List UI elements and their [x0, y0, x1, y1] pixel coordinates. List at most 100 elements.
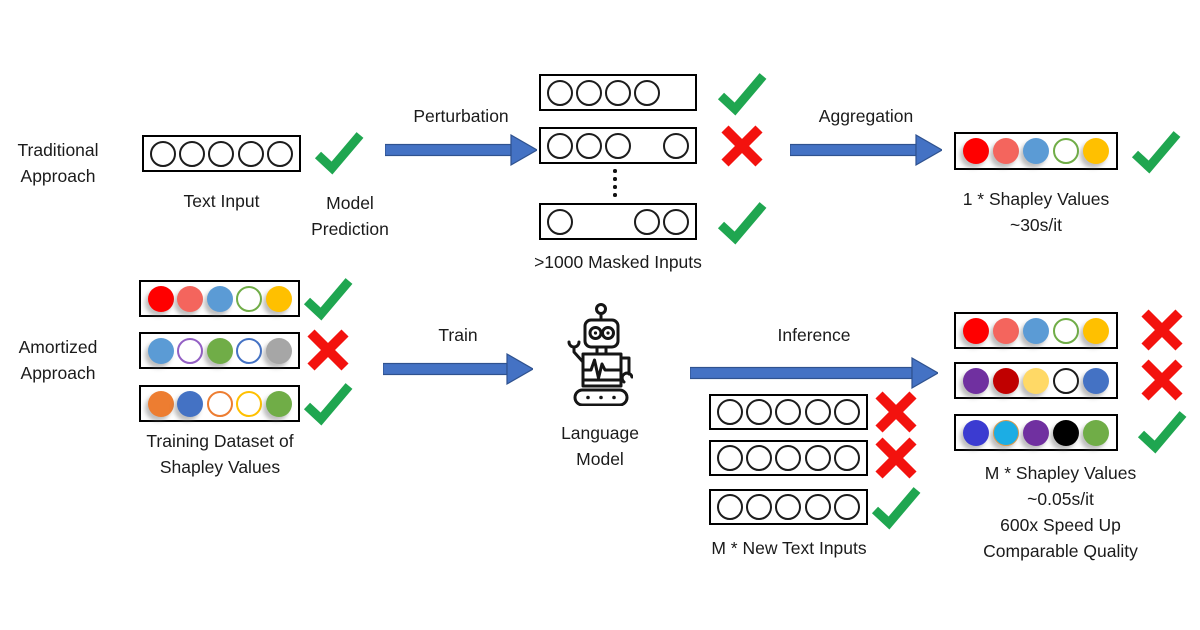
- check-icon: [717, 202, 767, 245]
- token-circle-filled: [1023, 138, 1049, 164]
- amortized-shapley-result-mark: [1137, 357, 1187, 403]
- token-circle-outline: [605, 79, 631, 106]
- new-text-input-box: [709, 440, 868, 476]
- token-circle-filled: [963, 419, 989, 446]
- token-circle-outline: [717, 399, 744, 425]
- token-circle-outline: [177, 337, 203, 364]
- token-circle-outline: [804, 494, 831, 520]
- text-input-label: Text Input: [183, 191, 260, 211]
- train-arrow-icon: [383, 352, 533, 386]
- token-circle-filled: [1083, 317, 1109, 344]
- token-circle-outline: [576, 132, 602, 159]
- new-text-input-box: [709, 489, 868, 525]
- token-circle-filled: [963, 317, 989, 344]
- cross-icon: [1141, 309, 1183, 351]
- training-sample-result-mark: [303, 327, 353, 373]
- token-circle-outline: [746, 445, 773, 471]
- shapley-values-box: [954, 132, 1118, 170]
- new-text-input-result-mark: [871, 484, 921, 530]
- token-circle-outline: [1053, 367, 1079, 394]
- masked-input-result-mark: [717, 70, 767, 116]
- text-input-result-mark: [314, 129, 364, 175]
- token-circle-outline: [717, 445, 744, 471]
- new-text-input-result-mark: [871, 435, 921, 481]
- token-circle-outline: [208, 140, 235, 167]
- token-circle-filled: [993, 317, 1019, 344]
- token-circle-outline: [179, 140, 206, 167]
- token-circle-outline: [547, 208, 573, 235]
- token-circle-filled: [206, 337, 233, 364]
- token-circle-outline: [150, 140, 177, 167]
- token-circle-outline: [833, 399, 860, 425]
- token-circle-outline: [237, 140, 264, 167]
- text-input-box: [142, 135, 301, 172]
- token-circle-filled: [1083, 419, 1109, 446]
- token-circle-outline: [547, 132, 573, 159]
- new-text-input-box: [709, 394, 868, 430]
- amortized-shapley-label: M * Shapley Values ~0.05s/it 600x Speed …: [983, 463, 1138, 561]
- token-circle-filled: [993, 419, 1019, 446]
- train-label: Train: [438, 325, 478, 345]
- token-circle-outline: [775, 494, 802, 520]
- token-circle-filled: [206, 285, 233, 312]
- shapley-values-result-mark: [1131, 128, 1181, 174]
- token-circle-outline: [236, 285, 262, 312]
- check-icon: [314, 132, 364, 175]
- masked-input-result-mark: [717, 199, 767, 245]
- shapley-values-label: 1 * Shapley Values ~30s/it: [962, 189, 1110, 235]
- new-text-inputs-label: M * New Text Inputs: [711, 538, 867, 558]
- token-circle-filled: [177, 390, 203, 417]
- token-circle-outline: [804, 445, 831, 471]
- amortized-shapley-box: [954, 414, 1118, 451]
- training-sample-box: [139, 332, 300, 369]
- token-circle-filled: [147, 337, 174, 364]
- token-circle-outline: [833, 445, 860, 471]
- perturbation-arrow-icon: [385, 133, 537, 167]
- token-circle-outline: [663, 132, 689, 159]
- amortized-shapley-result-mark: [1137, 408, 1187, 454]
- amortized-shapley-box: [954, 362, 1118, 399]
- check-icon: [303, 383, 353, 426]
- traditional-approach-label: Traditional Approach: [17, 140, 99, 186]
- aggregation-arrow-icon: [790, 133, 942, 167]
- token-circle-outline: [833, 494, 860, 520]
- token-circle-filled: [265, 337, 292, 364]
- masked-input-result-mark: [717, 123, 767, 169]
- token-circle-outline: [547, 79, 573, 106]
- masked-inputs-label: >1000 Masked Inputs: [534, 252, 702, 272]
- token-circle-outline: [206, 390, 233, 417]
- token-circle-outline: [746, 494, 773, 520]
- check-icon: [303, 278, 353, 321]
- token-circle-filled: [1053, 419, 1079, 446]
- token-circle-outline: [1053, 138, 1079, 164]
- inference-label: Inference: [777, 325, 851, 345]
- token-circle-outline: [634, 208, 660, 235]
- check-icon: [1131, 131, 1181, 174]
- token-circle-outline: [266, 140, 293, 167]
- token-circle-filled: [147, 285, 174, 312]
- token-circle-outline: [576, 79, 602, 106]
- check-icon: [717, 73, 767, 116]
- amortized-shapley-result-mark: [1137, 307, 1187, 353]
- token-circle-filled: [963, 138, 989, 164]
- training-sample-box: [139, 280, 300, 317]
- token-circle-outline: [775, 445, 802, 471]
- cross-icon: [1141, 359, 1183, 401]
- model-prediction-label: Model Prediction: [311, 193, 389, 239]
- training-sample-box: [139, 385, 300, 422]
- perturbation-label: Perturbation: [413, 106, 509, 126]
- check-icon: [1137, 411, 1187, 454]
- token-circle-outline: [1053, 317, 1079, 344]
- cross-icon: [875, 391, 917, 433]
- token-circle-outline: [236, 337, 262, 364]
- token-circle-filled: [1023, 317, 1049, 344]
- robot-icon: [561, 302, 634, 411]
- inference-arrow-icon: [690, 356, 938, 390]
- cross-icon: [307, 329, 349, 371]
- vertical-ellipsis-icon: [613, 169, 617, 197]
- token-circle-outline: [236, 390, 262, 417]
- token-circle-filled: [147, 390, 174, 417]
- token-circle-filled: [1083, 138, 1109, 164]
- token-circle-filled: [177, 285, 203, 312]
